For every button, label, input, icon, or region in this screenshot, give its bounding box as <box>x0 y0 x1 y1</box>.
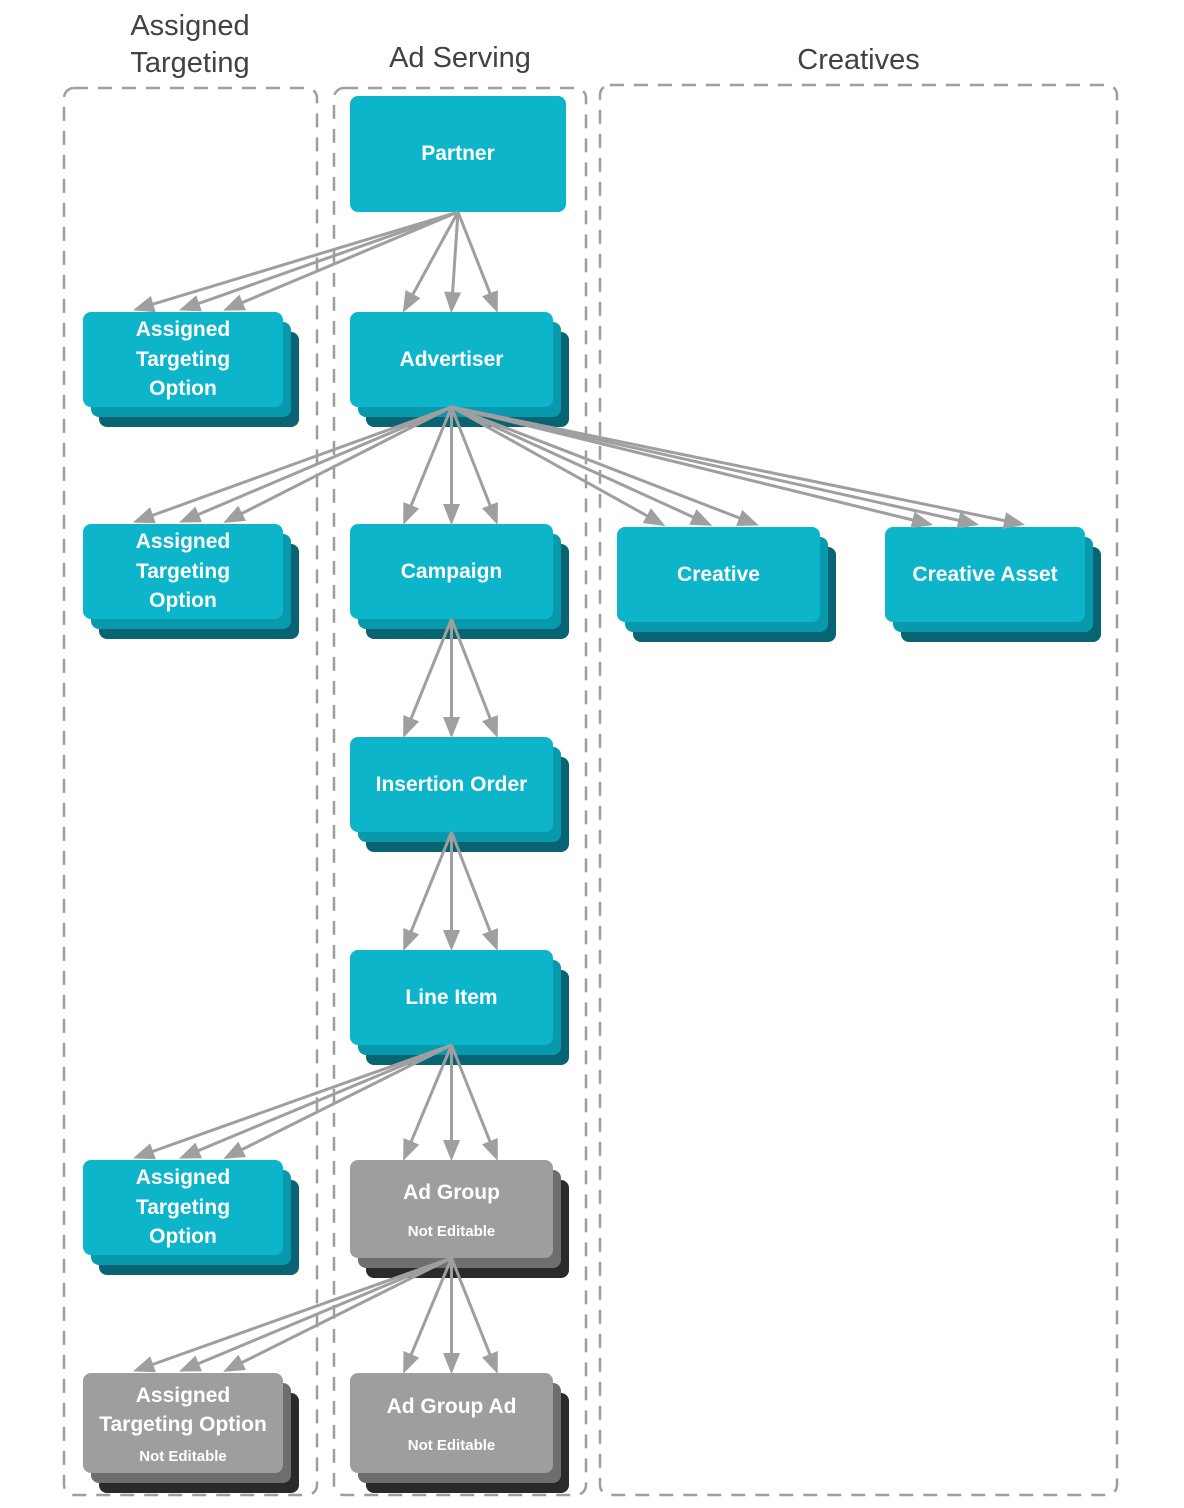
node-insertion-order: Insertion Order <box>350 737 553 832</box>
node-assigned-targeting-option-3-label: Assigned Targeting Option <box>135 1166 231 1249</box>
edge-advertiser-to-creative_asset <box>451 405 980 529</box>
node-assigned-targeting-option-2: Assigned Targeting Option <box>83 524 283 619</box>
node-ad-group-label: Ad Group <box>403 1181 500 1205</box>
node-partner: Partner <box>350 96 566 212</box>
edge-partner-to-assigned_targeting_option_1 <box>223 210 459 311</box>
node-line-item: Line Item <box>350 950 553 1045</box>
node-assigned-targeting-option-1: Assigned Targeting Option <box>83 312 283 407</box>
edge-advertiser-to-campaign <box>403 406 453 525</box>
node-ad-group-ad-note: Not Editable <box>407 1436 496 1454</box>
edge-partner-to-advertiser <box>444 211 462 314</box>
edge-advertiser-to-creative_asset <box>451 405 934 529</box>
node-ad-group-note: Not Editable <box>407 1222 496 1240</box>
edge-line_item-to-ad_group <box>450 1044 498 1161</box>
node-assigned-targeting-option-3: Assigned Targeting Option <box>83 1160 283 1255</box>
edge-partner-to-assigned_targeting_option_1 <box>132 210 459 313</box>
node-campaign-label: Campaign <box>400 559 503 583</box>
node-line-item-label: Line Item <box>405 985 498 1009</box>
node-assigned-targeting-option-4-note: Not Editable <box>139 1448 227 1466</box>
node-assigned-targeting-option-2-label: Assigned Targeting Option <box>135 530 231 613</box>
edge-campaign-to-insertion_order <box>403 618 453 738</box>
edge-ad_group-to-assigned_targeting_option_4 <box>223 1256 453 1372</box>
edge-ad_group-to-assigned_targeting_option_4 <box>132 1256 453 1373</box>
column-creatives-border <box>598 83 1119 1497</box>
edge-line_item-to-assigned_targeting_option_3 <box>179 1043 453 1159</box>
edge-insertion_order-to-line_item <box>450 831 498 951</box>
node-creative-label: Creative <box>677 562 760 586</box>
edge-partner-to-assigned_targeting_option_1 <box>178 210 459 312</box>
edge-advertiser-to-creative <box>450 405 713 526</box>
node-ad-group-ad-label: Ad Group Ad <box>386 1395 517 1419</box>
node-assigned-targeting-option-4-label: Assigned Targeting Option <box>99 1383 267 1436</box>
edge-line_item-to-assigned_targeting_option_3 <box>223 1043 453 1159</box>
edge-advertiser-to-assigned_targeting_option_2 <box>179 405 453 523</box>
column-title-creatives: Creatives <box>797 44 920 76</box>
node-ad-group: Ad Group Not Editable <box>350 1160 553 1258</box>
node-campaign: Campaign <box>350 524 553 619</box>
edge-line_item-to-assigned_targeting_option_3 <box>132 1043 453 1160</box>
edge-line_item-to-ad_group <box>403 1044 453 1161</box>
node-advertiser: Advertiser <box>350 312 553 407</box>
node-creative-asset-label: Creative Asset <box>912 562 1058 586</box>
column-assigned-targeting-border <box>62 86 319 1497</box>
edge-advertiser-to-creative <box>450 405 666 527</box>
node-ad-group-ad: Ad Group Ad Not Editable <box>350 1373 553 1473</box>
edge-campaign-to-insertion_order <box>450 618 498 738</box>
edge-ad_group-to-ad_group_ad <box>450 1257 498 1374</box>
edge-ad_group-to-assigned_targeting_option_4 <box>179 1256 453 1372</box>
edge-insertion_order-to-line_item <box>403 831 453 951</box>
edge-advertiser-to-creative <box>450 405 760 526</box>
column-title-ad-serving: Ad Serving <box>389 42 531 74</box>
edge-advertiser-to-creative_asset <box>451 405 1026 529</box>
node-creative-asset: Creative Asset <box>885 527 1085 622</box>
node-insertion-order-label: Insertion Order <box>375 772 528 796</box>
edge-advertiser-to-campaign <box>450 406 498 525</box>
node-creative: Creative <box>617 527 820 622</box>
edge-advertiser-to-assigned_targeting_option_2 <box>223 405 453 523</box>
node-assigned-targeting-option-4: Assigned Targeting Option Not Editable <box>83 1373 283 1473</box>
edge-partner-to-advertiser <box>456 211 498 313</box>
edge-ad_group-to-ad_group_ad <box>403 1257 453 1374</box>
edge-advertiser-to-assigned_targeting_option_2 <box>133 405 453 524</box>
column-title-assigned-targeting: Assigned Targeting <box>130 10 250 79</box>
edge-partner-to-advertiser <box>402 211 460 313</box>
node-advertiser-label: Advertiser <box>399 347 504 371</box>
node-assigned-targeting-option-1-label: Assigned Targeting Option <box>135 318 231 401</box>
node-partner-label: Partner <box>421 142 495 166</box>
